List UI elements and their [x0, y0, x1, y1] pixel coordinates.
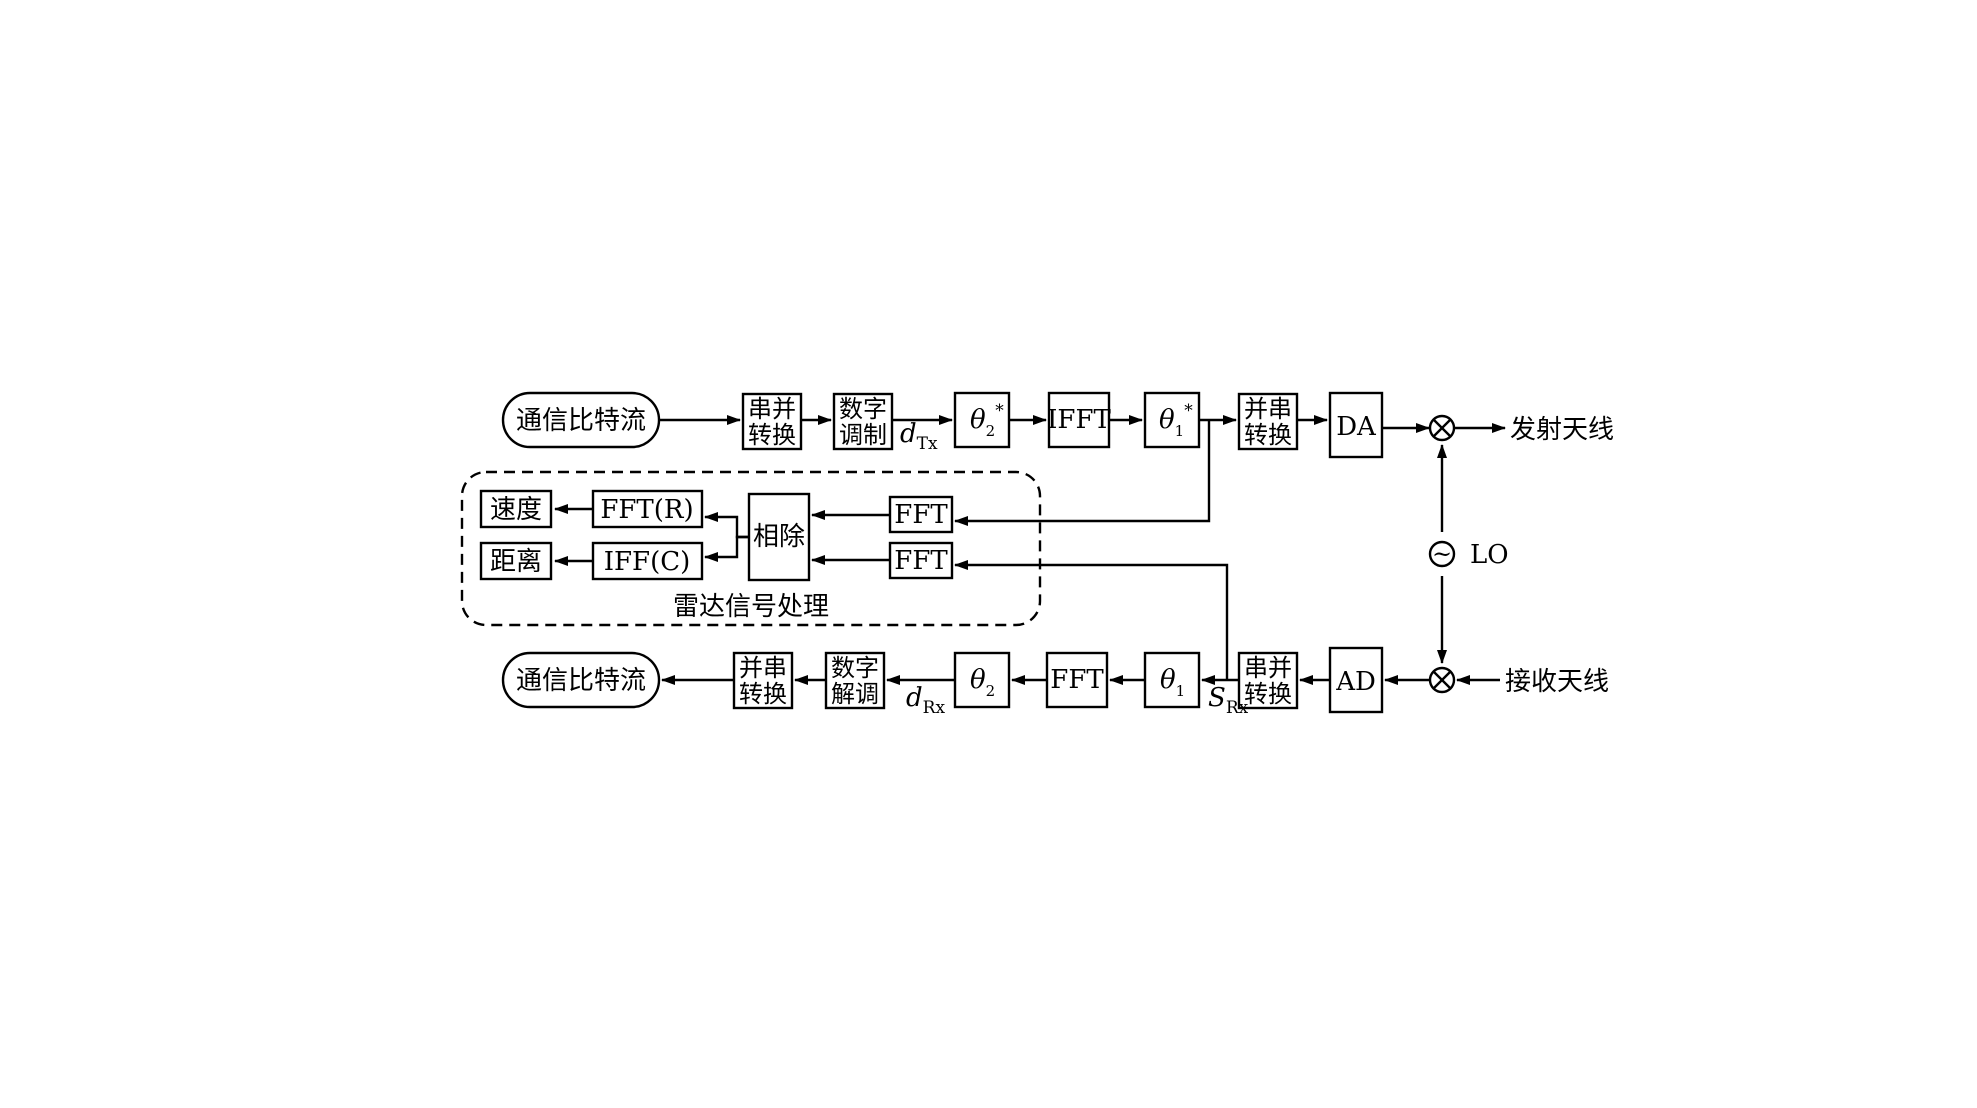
rx-sp-line1: 串并: [1244, 654, 1292, 682]
radar-title: 雷达信号处理: [673, 592, 829, 622]
radar-fft-top-label: FFT: [894, 500, 948, 530]
s-rx-label: SRx: [1208, 683, 1249, 718]
arrow-divide-to-fft-r: [704, 512, 749, 539]
rx-demod-line1: 数字: [831, 654, 879, 682]
tx-da-label: DA: [1336, 412, 1377, 442]
tx-theta1-conj-block: θ1*: [1143, 391, 1201, 449]
rx-ps-line1: 并串: [739, 654, 787, 682]
radar-fft-top-block: FFT: [888, 495, 954, 534]
tx-ps-line1: 并串: [1244, 395, 1292, 423]
tx-serial-parallel-block: 串并 转换: [741, 392, 803, 451]
radar-iff-c-block: IFF(C): [591, 541, 704, 581]
radar-range-label: 距离: [490, 547, 542, 577]
rx-theta2-label: θ2: [970, 665, 995, 700]
rx-sink-label: 通信比特流: [516, 666, 646, 696]
radar-speed-output: 速度: [479, 489, 553, 529]
lo-label: LO: [1470, 540, 1509, 570]
tx-theta1-label: θ1*: [1159, 401, 1193, 440]
tx-source-node: 通信比特流: [501, 391, 661, 449]
rx-sp-line2: 转换: [1244, 680, 1292, 708]
tx-sp-line2: 转换: [748, 421, 796, 449]
radar-iff-c-label: IFF(C): [604, 547, 691, 577]
tx-ps-line2: 转换: [1244, 421, 1292, 449]
feed-rx-to-radar-fft: [954, 560, 1229, 680]
radar-fft-r-block: FFT(R): [591, 489, 704, 529]
rx-theta1-label: θ1: [1160, 665, 1185, 700]
rx-mixer: [1428, 666, 1456, 694]
rx-ps-line2: 转换: [739, 680, 787, 708]
radar-divide-block: 相除: [747, 492, 811, 582]
rx-sink-node: 通信比特流: [501, 651, 661, 709]
tx-mod-line2: 调制: [839, 421, 887, 449]
rx-fft-block: FFT: [1045, 651, 1109, 709]
arrow-divide-to-iff-c: [704, 535, 749, 562]
lo-oscillator: ~: [1428, 540, 1456, 568]
rx-demod-line2: 解调: [831, 680, 879, 708]
tx-source-label: 通信比特流: [516, 406, 646, 436]
radar-range-output: 距离: [479, 541, 553, 581]
rx-fft-label: FFT: [1050, 665, 1104, 695]
radar-divide-label: 相除: [753, 522, 805, 552]
rx-antenna-label: 接收天线: [1505, 667, 1609, 697]
radar-processing-region: [460, 470, 1042, 627]
radar-fft-r-label: FFT(R): [600, 495, 693, 525]
tx-antenna-label: 发射天线: [1510, 415, 1614, 445]
tx-parallel-serial-block: 并串 转换: [1237, 392, 1299, 451]
tx-theta2-label: θ2*: [970, 401, 1004, 440]
tx-theta2-conj-block: θ2*: [953, 391, 1011, 449]
rx-digital-demodulation-block: 数字 解调: [824, 651, 886, 710]
rx-parallel-serial-block: 并串 转换: [732, 651, 794, 710]
tx-da-block: DA: [1328, 391, 1384, 459]
feed-tx-to-radar-fft: [954, 420, 1211, 526]
tx-digital-modulation-block: 数字 调制: [832, 392, 894, 451]
tx-ifft-label: IFFT: [1047, 405, 1111, 435]
radar-fft-bottom-label: FFT: [894, 546, 948, 576]
tx-ifft-block: IFFT: [1047, 391, 1111, 449]
tx-sp-line1: 串并: [748, 395, 796, 423]
rx-theta2-block: θ2: [953, 651, 1011, 709]
d-tx-label: dTx: [900, 419, 938, 454]
radar-fft-bottom-block: FFT: [888, 541, 954, 580]
tx-mod-line1: 数字: [839, 395, 887, 423]
lo-symbol: ~: [1432, 540, 1452, 568]
tx-mixer: [1428, 414, 1456, 442]
rx-ad-label: AD: [1335, 667, 1376, 697]
d-rx-label: dRx: [906, 683, 945, 718]
radar-speed-label: 速度: [490, 495, 542, 525]
rx-ad-block: AD: [1328, 646, 1384, 714]
rx-theta1-block: θ1: [1143, 651, 1201, 709]
